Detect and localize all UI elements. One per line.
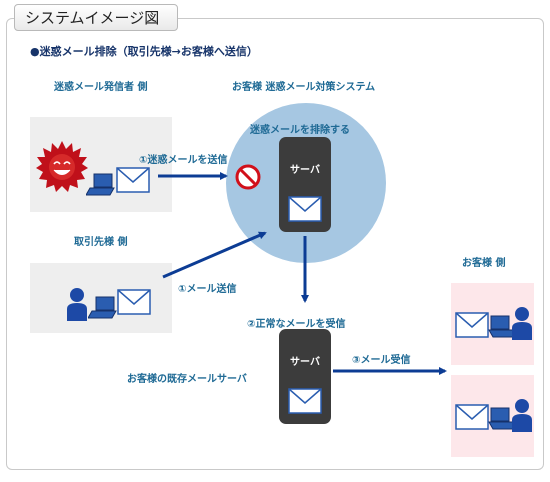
- partner-label: 取引先様 側: [74, 237, 128, 248]
- server-label: サーバ: [290, 357, 320, 368]
- person-icon: [512, 307, 532, 340]
- envelope-icon: [116, 167, 150, 193]
- person-icon: [512, 399, 532, 432]
- send-mail-arrow-label: ①メール送信: [178, 284, 237, 295]
- receive-normal-arrow-label: ②正常なメールを受信: [247, 319, 346, 330]
- laptop-icon: [488, 407, 517, 430]
- spam-sender-label: 迷惑メール発信者 側: [54, 82, 148, 93]
- laptop-icon: [488, 315, 517, 338]
- person-icon: [67, 288, 87, 321]
- send-spam-arrow-label: ①迷惑メールを送信: [139, 155, 228, 166]
- envelope-icon: [455, 312, 489, 338]
- customer-system-label: お客様 迷惑メール対策システム: [232, 82, 376, 93]
- envelope-icon: [288, 388, 322, 414]
- laptop-icon: [88, 296, 117, 319]
- envelope-icon: [288, 196, 322, 222]
- page-title: システムイメージ図: [14, 4, 178, 31]
- envelope-icon: [117, 289, 151, 315]
- customer-side-label: お客様 側: [462, 258, 506, 269]
- block-icon: [235, 164, 261, 190]
- envelope-icon: [455, 404, 489, 430]
- existing-mail-server: サーバ: [279, 329, 331, 424]
- diagram-subtitle: ●迷惑メール排除（取引先様→お客様へ送信）: [30, 45, 258, 58]
- spam-filter-server: サーバ: [279, 137, 331, 232]
- receive-mail-arrow-label: ③メール受信: [352, 355, 411, 366]
- remove-spam-label: 迷惑メールを排除する: [250, 125, 350, 136]
- server-label: サーバ: [290, 165, 320, 176]
- existing-server-label: お客様の既存メールサーバ: [127, 374, 247, 385]
- laptop-icon: [86, 173, 115, 196]
- spam-sender-icon: [36, 141, 88, 192]
